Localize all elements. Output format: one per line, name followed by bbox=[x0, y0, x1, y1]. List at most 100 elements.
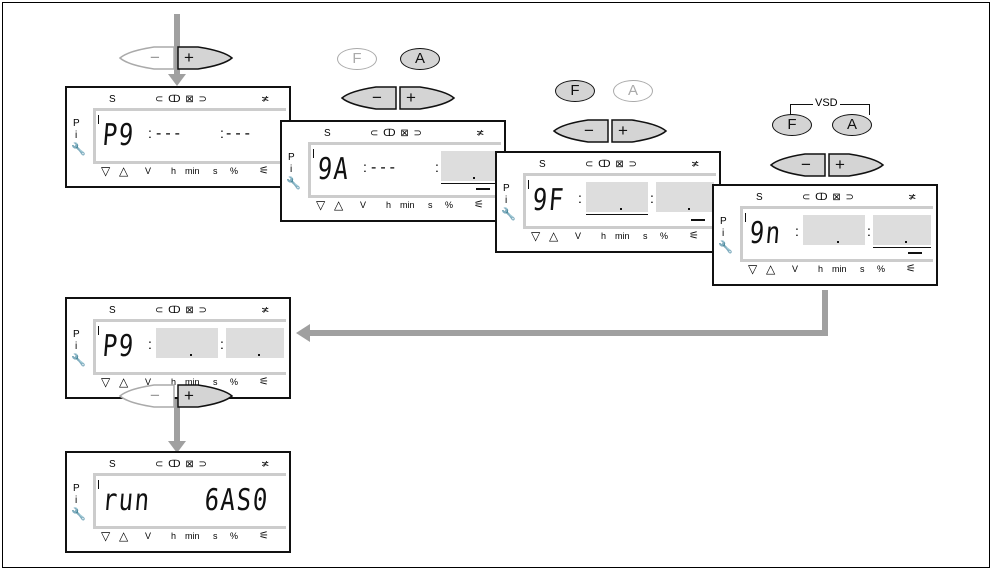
F-button[interactable]: F bbox=[772, 114, 812, 136]
A-button[interactable]: A bbox=[400, 48, 440, 70]
button-pair-5: −+ bbox=[118, 383, 238, 409]
A-label: A bbox=[846, 116, 857, 133]
parameter-code: 9F bbox=[531, 183, 567, 218]
A-label: A bbox=[414, 50, 425, 67]
flame-icon: ⚟ bbox=[474, 199, 484, 211]
s-unit: s bbox=[428, 200, 433, 210]
percent-unit: % bbox=[660, 231, 669, 241]
wrench-icon: 🔧 bbox=[718, 240, 733, 254]
cursor-bar bbox=[745, 213, 746, 222]
F-label: F bbox=[787, 116, 797, 133]
colon: : bbox=[363, 159, 367, 175]
flame-icon: ⚟ bbox=[259, 376, 269, 388]
F-button[interactable]: F bbox=[555, 80, 595, 102]
colon: : bbox=[220, 336, 224, 352]
i-indicator: i bbox=[75, 495, 78, 506]
parameter-code: P9 bbox=[101, 329, 137, 364]
h-unit: h bbox=[171, 531, 177, 541]
status-icon-row: S⊂ ↀ ⊠ ⊃≭ bbox=[67, 459, 289, 471]
segment-area: P9:: bbox=[93, 319, 286, 375]
status-icon-row: S⊂ ↀ ⊠ ⊃≭ bbox=[282, 128, 504, 140]
field-underline bbox=[441, 183, 499, 184]
button-pair-4: −+ bbox=[769, 152, 889, 178]
plus-button[interactable]: + bbox=[610, 118, 668, 144]
wrench-icon: 🔧 bbox=[71, 142, 86, 156]
actuator-icons: ⊂ ↀ ⊠ ⊃ bbox=[585, 159, 638, 170]
min-unit: min bbox=[185, 531, 200, 541]
percent-unit: % bbox=[230, 166, 239, 176]
plus-button[interactable]: + bbox=[176, 45, 234, 71]
up-icon: △ bbox=[119, 529, 129, 543]
segment-area: P9:---:--- bbox=[93, 108, 286, 164]
s-unit: s bbox=[213, 531, 218, 541]
minus-button-shape bbox=[769, 153, 826, 177]
minus-button-shape bbox=[552, 119, 609, 143]
min-unit: min bbox=[185, 377, 200, 387]
v-unit: V bbox=[575, 231, 582, 241]
flame-icon: ⚟ bbox=[689, 230, 699, 242]
F-button[interactable]: F bbox=[337, 48, 377, 70]
button-pair-3: −+ bbox=[552, 118, 672, 144]
up-icon: △ bbox=[119, 375, 129, 389]
plus-label: + bbox=[184, 48, 194, 67]
down-icon: ▽ bbox=[316, 198, 326, 212]
actuator-icons: ⊂ ↀ ⊠ ⊃ bbox=[802, 192, 855, 203]
plus-button[interactable]: + bbox=[827, 152, 885, 178]
p-indicator: P bbox=[73, 329, 80, 340]
A-button[interactable]: A bbox=[832, 114, 872, 136]
minus-label: − bbox=[584, 121, 594, 140]
p-indicator: P bbox=[73, 483, 80, 494]
v-unit: V bbox=[792, 264, 799, 274]
decimal-point bbox=[904, 241, 907, 243]
A-label: A bbox=[627, 82, 638, 99]
colon: : bbox=[435, 159, 439, 175]
s-indicator: S bbox=[756, 192, 763, 203]
actuator-icons: ⊂ ↀ ⊠ ⊃ bbox=[370, 128, 423, 139]
down-icon: ▽ bbox=[101, 164, 111, 178]
percent-unit: % bbox=[230, 531, 239, 541]
field-underline bbox=[873, 247, 931, 248]
flame-icon: ⚟ bbox=[259, 530, 269, 542]
left-value-field bbox=[156, 328, 218, 358]
fault-icon: ≭ bbox=[691, 159, 700, 170]
actuator-icons: ⊂ ↀ ⊠ ⊃ bbox=[155, 94, 208, 105]
up-icon: △ bbox=[549, 229, 559, 243]
s-indicator: S bbox=[109, 305, 116, 316]
A-button[interactable]: A bbox=[613, 80, 653, 102]
down-icon: ▽ bbox=[748, 262, 758, 276]
left-field-dashes: --- bbox=[156, 125, 184, 142]
min-unit: min bbox=[185, 166, 200, 176]
minus-button[interactable]: − bbox=[118, 383, 176, 409]
minus-button[interactable]: − bbox=[552, 118, 610, 144]
left-field-dashes: --- bbox=[371, 159, 399, 176]
minus-button[interactable]: − bbox=[769, 152, 827, 178]
plus-button[interactable]: + bbox=[398, 85, 456, 111]
fault-icon: ≭ bbox=[261, 94, 270, 105]
decimal-point bbox=[620, 208, 623, 210]
plus-button[interactable]: + bbox=[176, 383, 234, 409]
v-unit: V bbox=[145, 166, 152, 176]
cursor-bar bbox=[528, 180, 529, 189]
flame-icon: ⚟ bbox=[259, 165, 269, 177]
h-unit: h bbox=[818, 264, 824, 274]
colon: : bbox=[148, 125, 152, 141]
left-value-field bbox=[803, 215, 865, 245]
h-unit: h bbox=[171, 166, 177, 176]
s-indicator: S bbox=[109, 459, 116, 470]
minus-button-shape bbox=[118, 384, 175, 408]
percent-unit: % bbox=[230, 377, 239, 387]
minus-button[interactable]: − bbox=[340, 85, 398, 111]
p-indicator: P bbox=[503, 183, 510, 194]
plus-label: + bbox=[406, 88, 416, 107]
minus-button[interactable]: − bbox=[118, 45, 176, 71]
actuator-icons: ⊂ ↀ ⊠ ⊃ bbox=[155, 305, 208, 316]
h-unit: h bbox=[386, 200, 392, 210]
v-unit: V bbox=[145, 531, 152, 541]
cursor-bar bbox=[98, 326, 99, 335]
status-icon-row: S⊂ ↀ ⊠ ⊃≭ bbox=[714, 192, 936, 204]
minus-label: − bbox=[150, 386, 160, 405]
decimal-point bbox=[257, 354, 260, 356]
